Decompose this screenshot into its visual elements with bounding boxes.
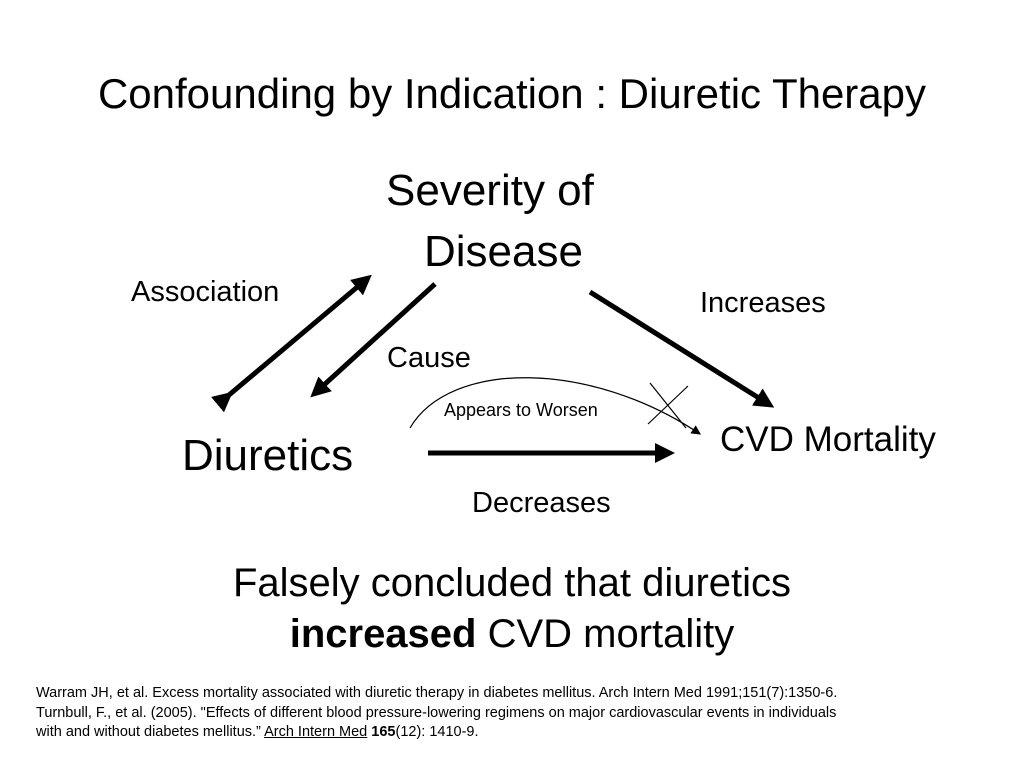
- reference-line1: Warram JH, et al. Excess mortality assoc…: [36, 685, 838, 701]
- cause-label: Cause: [387, 342, 471, 374]
- increases-arrow: [588, 289, 775, 408]
- conclusion-rest: CVD mortality: [476, 612, 735, 656]
- cause-arrow: [310, 282, 437, 398]
- journal-volume: 165: [371, 724, 396, 740]
- conclusion-text: Falsely concluded that diuretics increas…: [0, 558, 1024, 660]
- references: Warram JH, et al. Excess mortality assoc…: [36, 684, 837, 743]
- severity-node-line2: Disease: [424, 227, 583, 276]
- increases-label: Increases: [700, 287, 826, 319]
- diuretics-node: Diuretics: [182, 431, 354, 480]
- appears-to-worsen-arrow: [409, 377, 701, 435]
- conclusion-bold-word: increased: [289, 612, 477, 656]
- slide-title: Confounding by Indication : Diuretic The…: [97, 70, 927, 117]
- severity-node-line1: Severity of: [386, 166, 594, 215]
- decreases-label: Decreases: [472, 487, 611, 519]
- journal-name: Arch Intern Med: [264, 724, 368, 740]
- conclusion-line2: increased CVD mortality: [0, 609, 1024, 660]
- appears-to-worsen-label: Appears to Worsen: [444, 400, 598, 420]
- reference-line3: with and without diabetes mellitus.” Arc…: [36, 723, 837, 743]
- cvd-mortality-node: CVD Mortality: [720, 420, 936, 459]
- association-label: Association: [131, 276, 280, 308]
- association-arrow: [211, 274, 372, 413]
- reference-line2: Turnbull, F., et al. (2005). "Effects of…: [36, 704, 837, 721]
- reference-line3-prefix: with and without diabetes mellitus.”: [36, 724, 265, 740]
- journal-pages: (12): 1410-9.: [395, 724, 479, 740]
- conclusion-line1: Falsely concluded that diuretics: [232, 561, 792, 605]
- cross-mark: [647, 385, 689, 425]
